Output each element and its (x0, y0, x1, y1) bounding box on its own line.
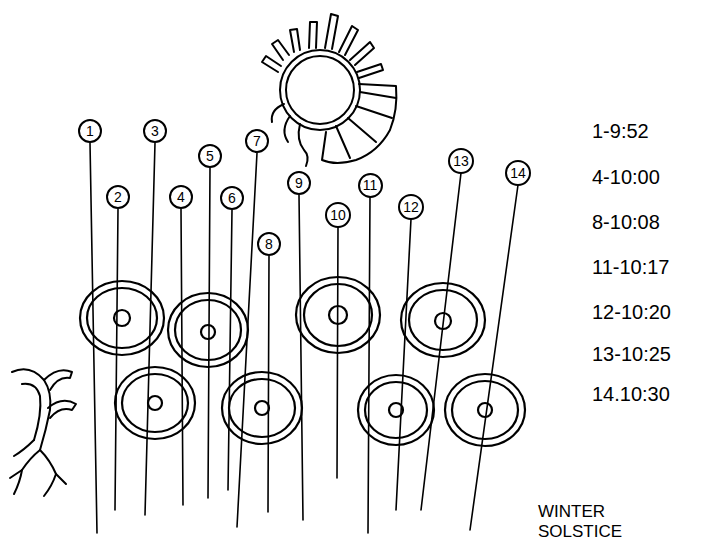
callout-number: 1 (86, 124, 94, 138)
time-note: 8-10:08 (592, 211, 660, 234)
callout-number: 12 (403, 200, 419, 214)
callout-circle: 11 (358, 173, 383, 198)
callout-number: 14 (510, 166, 526, 180)
sun-symbol (262, 14, 396, 166)
callout-circle: 4 (169, 185, 193, 209)
callout-number: 3 (151, 124, 159, 138)
time-note: 4-10:00 (592, 166, 660, 189)
time-note: 14.10:30 (592, 383, 670, 406)
callout-circle: 6 (220, 186, 244, 210)
callout-number: 13 (453, 154, 469, 168)
callout-circle: 10 (325, 202, 351, 228)
callout-circle: 1 (78, 119, 102, 143)
time-note: 1-9:52 (592, 120, 649, 143)
callout-number: 4 (177, 190, 185, 204)
callout-circle: 3 (143, 119, 167, 143)
callout-number: 7 (253, 134, 261, 148)
callout-circle: 9 (287, 171, 311, 195)
callout-number: 9 (295, 176, 303, 190)
callout-number: 2 (114, 190, 122, 204)
callout-circle: 2 (106, 185, 130, 209)
callout-circle: 13 (448, 148, 474, 174)
callout-number: 8 (265, 237, 273, 251)
callout-number: 11 (363, 178, 378, 192)
branch-figure (10, 369, 76, 496)
title-note: WINTER SOLSTICE (538, 502, 648, 541)
callout-number: 5 (206, 149, 214, 163)
callout-circle: 8 (257, 232, 281, 256)
time-note: 13-10:25 (592, 343, 671, 366)
callout-circle: 7 (245, 129, 269, 153)
time-note: 12-10:20 (592, 301, 671, 324)
callout-number: 10 (330, 208, 346, 222)
leader-lines (90, 143, 518, 533)
callout-number: 6 (228, 191, 236, 205)
concentric-circles (80, 277, 525, 446)
callout-circle: 12 (398, 194, 424, 220)
time-note: 11-10:17 (592, 256, 669, 279)
callout-circle: 14 (505, 160, 531, 186)
callout-circle: 5 (198, 144, 222, 168)
